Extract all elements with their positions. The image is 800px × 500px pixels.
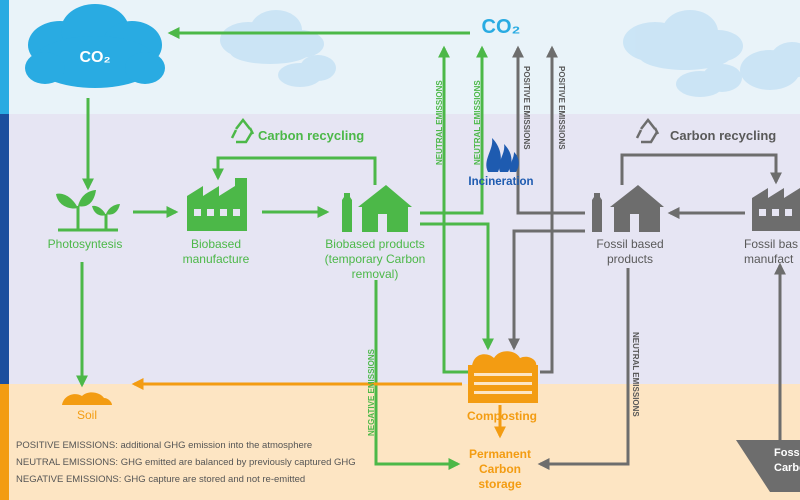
legend-desc: : GHG capture are stored and not re-emit… bbox=[118, 474, 306, 485]
flow-label-positive-2: POSITIVE EMISSIONS bbox=[557, 66, 566, 150]
co2-cloud bbox=[25, 4, 165, 88]
carbon-recycling-bio-label: Carbon recycling bbox=[258, 128, 365, 143]
flow-label-positive-1: POSITIVE EMISSIONS bbox=[522, 66, 531, 150]
fossil-carbon-line-1: Fossil bbox=[774, 447, 800, 459]
carbon-recycling-fossil-label: Carbon recycling bbox=[670, 128, 777, 143]
permanent-storage-line-1: Permanent bbox=[468, 447, 532, 461]
flow-label-neutral-fossil: NEUTRAL EMISSIONS bbox=[631, 332, 640, 417]
legend-term: NEGATIVE EMISSIONS bbox=[16, 474, 119, 485]
permanent-storage-line-3: storage bbox=[478, 477, 522, 491]
flow-label-neutral-2: NEUTRAL EMISSIONS bbox=[473, 80, 482, 165]
triangle-icon bbox=[736, 440, 800, 492]
emission-flow-labels: NEUTRAL EMISSIONS NEUTRAL EMISSIONS POSI… bbox=[367, 66, 640, 436]
legend-desc: : additional GHG emission into the atmos… bbox=[115, 440, 313, 451]
biobased-products-line-1: Biobased products bbox=[325, 237, 425, 251]
photosynthesis-label: Photosyntesis bbox=[47, 237, 123, 251]
co2-atmosphere-label: CO₂ bbox=[481, 16, 521, 38]
legend-desc: : GHG emitted are balanced by previously… bbox=[115, 457, 356, 468]
permanent-storage-line-2: Carbon bbox=[479, 462, 521, 476]
plant-icon bbox=[56, 190, 120, 232]
compost-bin-icon bbox=[468, 351, 538, 403]
biobased-manufacture-label: Biobased manufacture bbox=[166, 237, 266, 267]
biobased-products-label: Biobased products (temporary Carbon remo… bbox=[312, 237, 438, 282]
legend-term: NEUTRAL EMISSIONS bbox=[16, 457, 116, 468]
fossil-manufacture-label: Fossil bas manufact bbox=[744, 237, 800, 267]
fossil-carbon-line-2: Carbon bbox=[774, 462, 800, 474]
fossil-manufacture-line-1: Fossil bas bbox=[744, 237, 799, 251]
atmosphere-band bbox=[0, 114, 800, 384]
incineration-label: Incineration bbox=[468, 176, 534, 188]
flow-label-neutral-1: NEUTRAL EMISSIONS bbox=[435, 80, 444, 165]
composting-label: Composting bbox=[467, 409, 537, 423]
fossil-products-line-1: Fossil based bbox=[596, 237, 664, 251]
permanent-storage-label: Permanent Carbon storage bbox=[458, 447, 542, 492]
house-bottle-icon bbox=[592, 185, 664, 232]
fossil-manufacture-line-2: manufact bbox=[744, 252, 794, 266]
flame-icon bbox=[486, 138, 519, 172]
legend-positive: POSITIVE EMISSIONS: additional GHG emiss… bbox=[16, 440, 312, 451]
ground-band bbox=[0, 384, 800, 500]
orange-flows bbox=[131, 378, 506, 439]
legend-negative: NEGATIVE EMISSIONS: GHG capture are stor… bbox=[16, 474, 305, 485]
legend-neutral: NEUTRAL EMISSIONS: GHG emitted are balan… bbox=[16, 457, 356, 468]
flow-label-negative: NEGATIVE EMISSIONS bbox=[367, 348, 376, 436]
fossil-products-label: Fossil based products bbox=[580, 237, 680, 267]
green-flows bbox=[76, 27, 494, 470]
atmosphere-edge-strip bbox=[0, 114, 9, 384]
recycle-icon bbox=[230, 117, 255, 144]
factory-icon bbox=[752, 188, 800, 231]
soil-label: Soil bbox=[76, 408, 97, 422]
fossil-carbon-label: Fossil Carbon bbox=[774, 446, 800, 476]
legend-term: POSITIVE EMISSIONS bbox=[16, 440, 116, 451]
factory-icon bbox=[187, 178, 247, 231]
fossil-products-line-2: products bbox=[606, 252, 654, 266]
biobased-manufacture-line-2: manufacture bbox=[182, 252, 250, 266]
ground-edge-strip bbox=[0, 384, 9, 500]
sky-edge-strip bbox=[0, 0, 9, 114]
decorative-clouds bbox=[220, 10, 800, 97]
recycle-icon bbox=[635, 117, 660, 144]
co2-cloud-label: CO₂ bbox=[79, 49, 111, 66]
biobased-products-line-2: (temporary Carbon bbox=[324, 252, 426, 266]
house-bottle-icon bbox=[342, 185, 412, 232]
biobased-products-line-3: removal) bbox=[351, 267, 399, 281]
grey-flows bbox=[508, 45, 786, 470]
biobased-manufacture-line-1: Biobased bbox=[190, 237, 242, 251]
soil-mound-icon bbox=[62, 392, 112, 405]
